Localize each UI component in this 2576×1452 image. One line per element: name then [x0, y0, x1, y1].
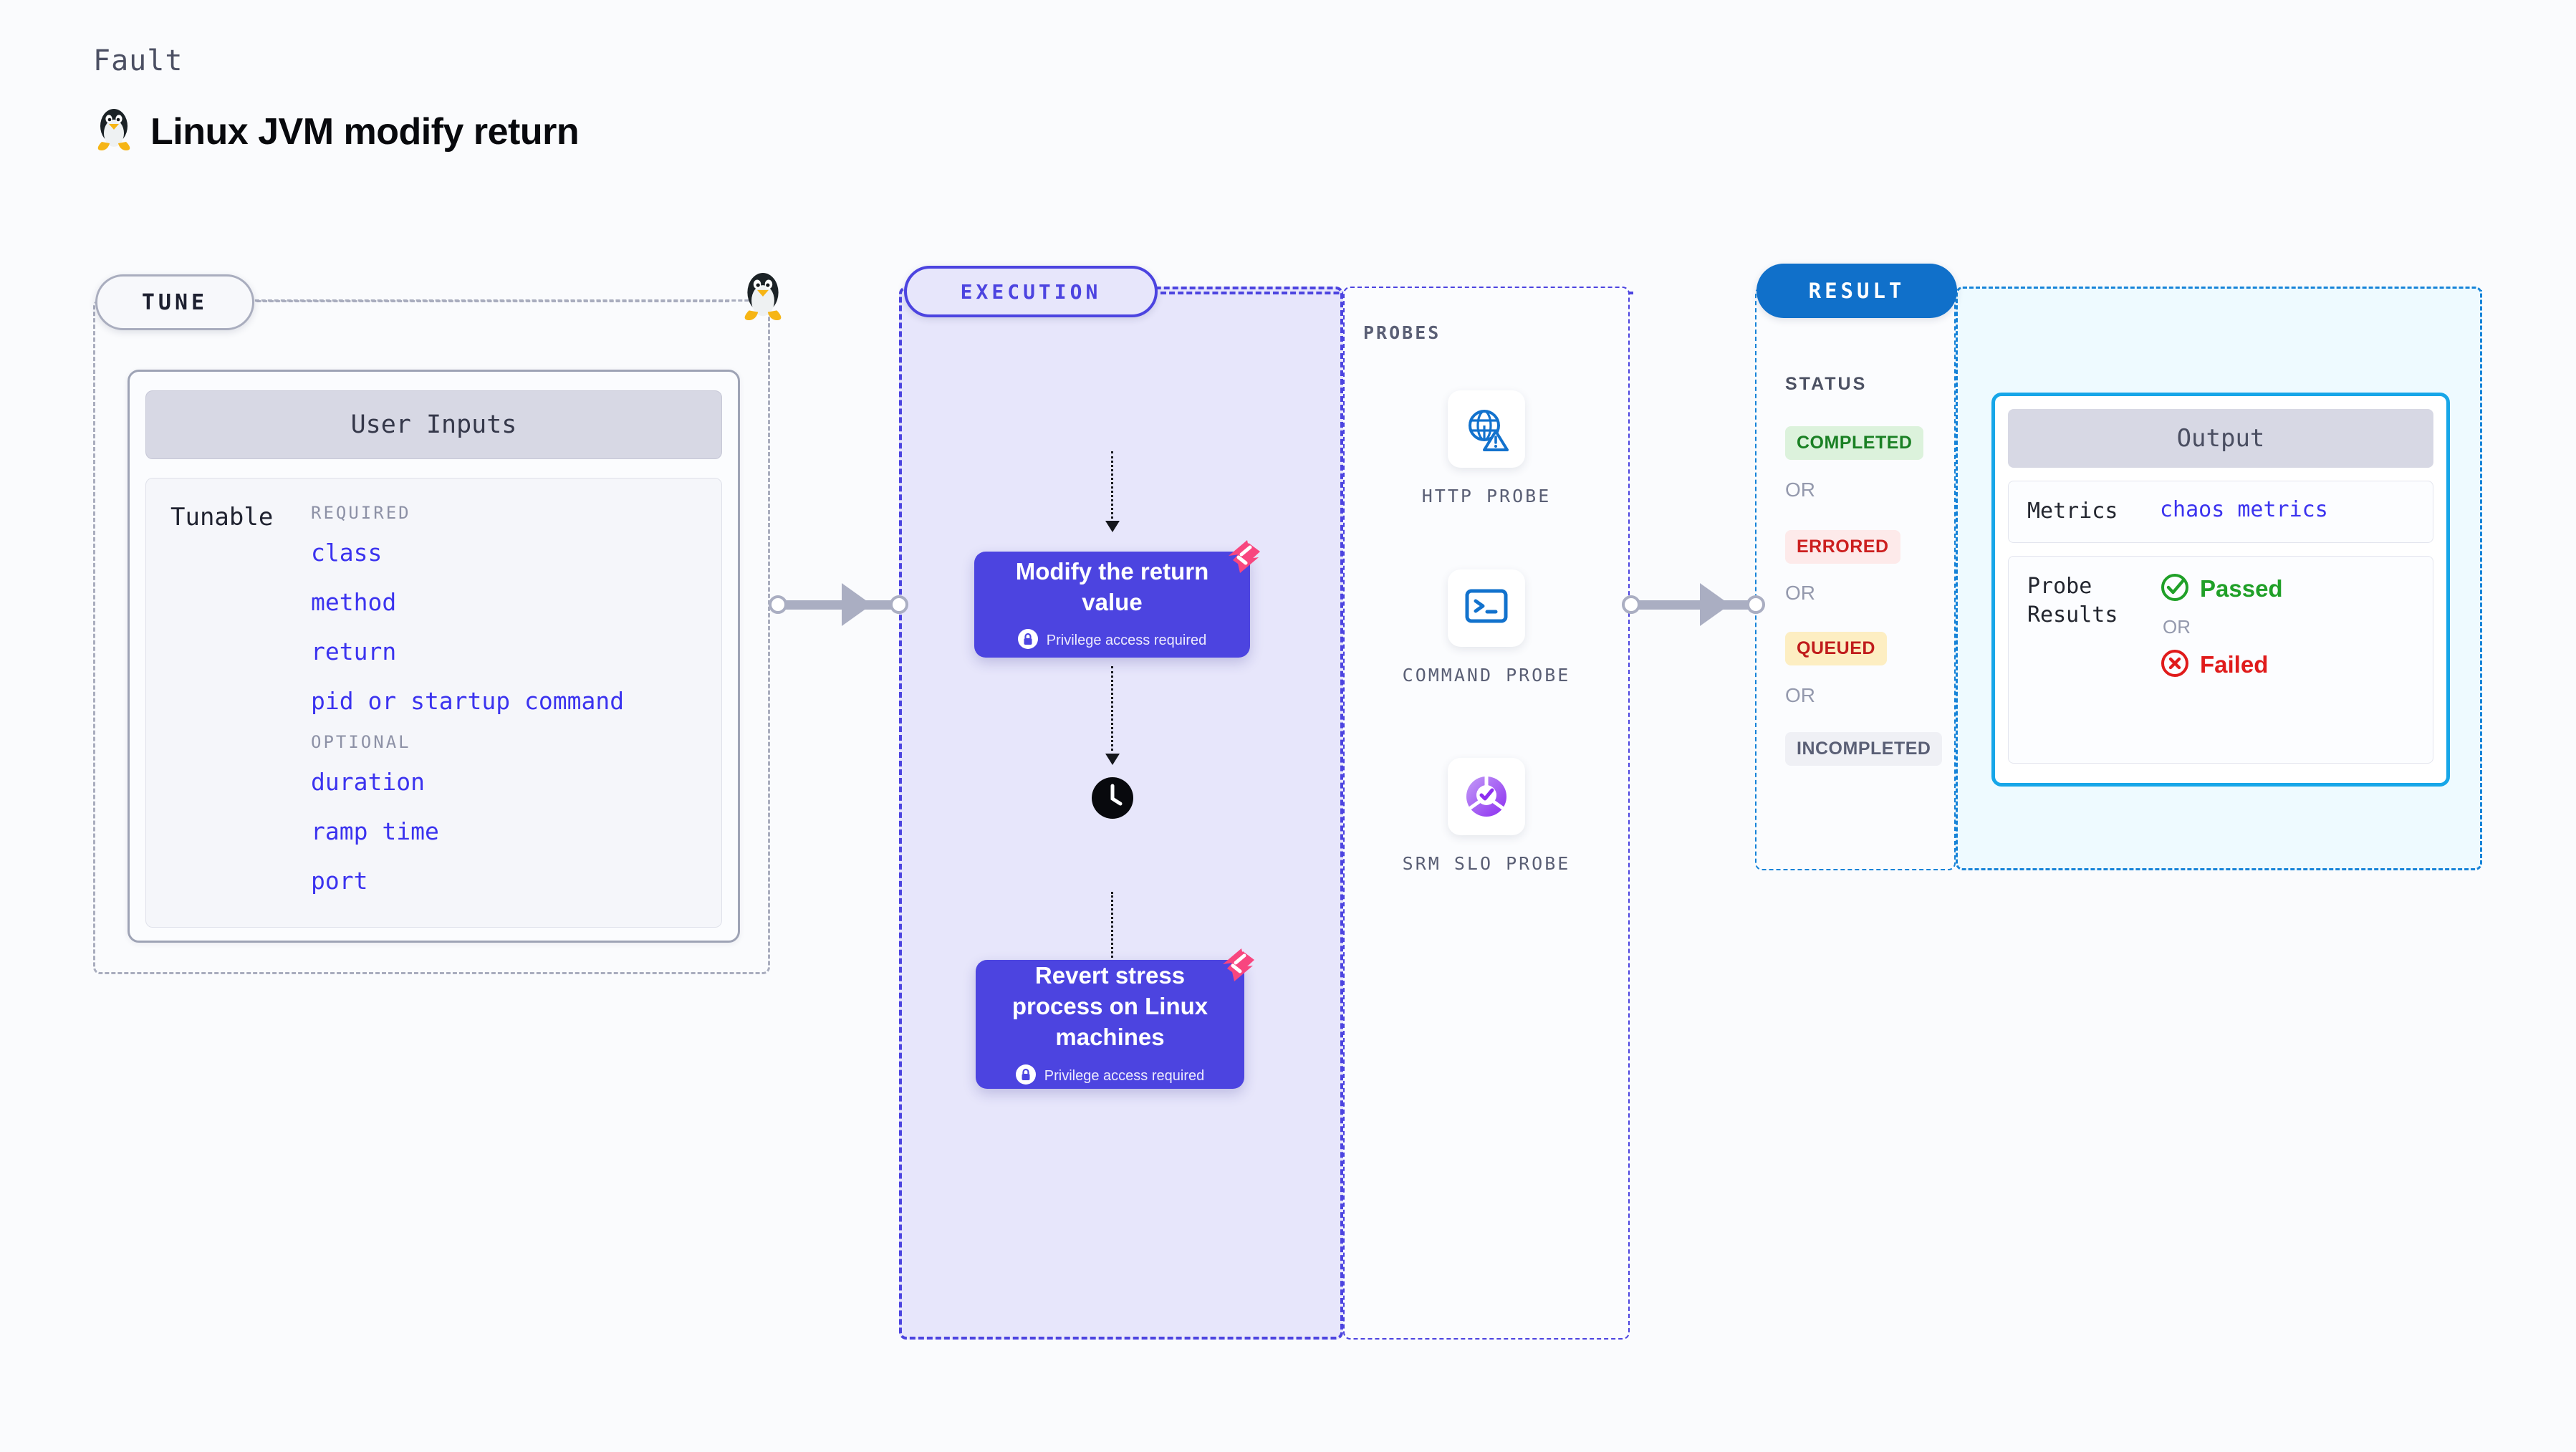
probe-result-failed-label: Failed	[2200, 651, 2269, 678]
tux-penguin-icon	[739, 266, 787, 327]
tunable-class[interactable]: class	[311, 539, 383, 567]
user-inputs-card: User Inputs Tunable REQUIRED class metho…	[128, 370, 740, 943]
status-section-label: STATUS	[1785, 374, 1868, 394]
status-or-3: OR	[1785, 684, 1815, 706]
probe-srm-slo-label: SRM SLO PROBE	[1402, 853, 1571, 874]
status-panel	[1755, 287, 1956, 870]
probe-result-or: OR	[2163, 615, 2191, 638]
tunable-method[interactable]: method	[311, 588, 397, 616]
flow-arrow-line	[1111, 666, 1113, 756]
status-or-1: OR	[1785, 479, 1815, 501]
privilege-row: Privilege access required	[1015, 1064, 1205, 1088]
tux-penguin-icon	[93, 107, 135, 155]
status-badge-completed: COMPLETED	[1785, 426, 1924, 460]
status-badge-incompleted: INCOMPLETED	[1785, 732, 1943, 766]
probe-result-passed: Passed	[2160, 572, 2433, 606]
lock-icon	[1017, 629, 1038, 653]
execution-pill-label: EXECUTION	[960, 279, 1102, 304]
status-badge-errored: ERRORED	[1785, 530, 1900, 564]
tune-dashed-connector	[256, 300, 729, 302]
output-metrics-key: Metrics	[2027, 499, 2118, 524]
terminal-icon	[1448, 569, 1525, 647]
slo-donut-check-icon	[1448, 758, 1525, 835]
tunable-port[interactable]: port	[311, 867, 368, 895]
flow-arrow-line	[1111, 451, 1113, 523]
tunable-return[interactable]: return	[311, 638, 397, 665]
execution-card-revert-stress-process[interactable]: Revert stress process on Linux machines …	[976, 948, 1254, 1089]
output-metrics-row: Metrics chaos metrics	[2008, 481, 2433, 543]
tunable-box: Tunable REQUIRED class method return pid…	[145, 478, 722, 928]
flow-arrow-head	[1105, 521, 1120, 532]
tunable-list: REQUIRED class method return pid or star…	[311, 503, 721, 927]
page-header: Fault Linux JVM modify return	[93, 44, 580, 155]
globe-alert-icon	[1448, 390, 1525, 468]
tune-pill[interactable]: TUNE	[95, 274, 254, 330]
probe-http[interactable]: HTTP PROBE	[1343, 390, 1630, 509]
fault-eyebrow: Fault	[93, 44, 183, 77]
harness-logo-icon	[1216, 943, 1260, 987]
output-header: Output	[2008, 409, 2433, 468]
flow-arrow-line	[1111, 892, 1113, 971]
tunable-ramp-time[interactable]: ramp time	[311, 817, 439, 845]
tunable-group-label-required: REQUIRED	[311, 503, 411, 523]
probe-results-values: Passed OR Failed	[2160, 572, 2433, 747]
result-pill[interactable]: RESULT	[1756, 264, 1957, 318]
status-or-2: OR	[1785, 582, 1815, 604]
result-pill-label: RESULT	[1808, 279, 1905, 303]
tunable-duration[interactable]: duration	[311, 768, 425, 796]
tune-pill-label: TUNE	[141, 289, 208, 315]
probe-result-failed: Failed	[2160, 648, 2433, 682]
execution-card-title: Modify the return value	[1015, 557, 1209, 615]
probe-http-label: HTTP PROBE	[1421, 486, 1552, 506]
privilege-row: Privilege access required	[1017, 629, 1207, 653]
execution-pill[interactable]: EXECUTION	[904, 266, 1158, 317]
harness-logo-icon	[1221, 534, 1266, 579]
user-inputs-header: User Inputs	[145, 390, 722, 459]
probe-srm-slo[interactable]: SRM SLO PROBE	[1343, 758, 1630, 877]
clock-icon	[1092, 777, 1133, 819]
flow-arrow-head	[1105, 754, 1120, 765]
lock-icon	[1015, 1064, 1036, 1088]
probes-section-label: PROBES	[1363, 322, 1441, 343]
probe-command-label: COMMAND PROBE	[1402, 665, 1571, 686]
x-circle-icon	[2160, 648, 2190, 682]
tunable-group-label-optional: OPTIONAL	[311, 732, 411, 752]
probe-result-passed-label: Passed	[2200, 575, 2283, 602]
page-title-row: Linux JVM modify return	[93, 107, 580, 155]
tunable-pid-or-startup-command[interactable]: pid or startup command	[311, 687, 625, 715]
output-metrics-value[interactable]: chaos metrics	[2160, 497, 2328, 522]
check-circle-icon	[2160, 572, 2190, 606]
privilege-text: Privilege access required	[1044, 1067, 1205, 1084]
tunable-row-label: Tunable	[170, 503, 274, 532]
execution-card-title: Revert stress process on Linux machines	[1011, 962, 1208, 1050]
status-badge-queued: QUEUED	[1785, 632, 1887, 665]
execution-card-modify-return-value[interactable]: Modify the return value Privilege access…	[974, 540, 1260, 658]
probe-command[interactable]: COMMAND PROBE	[1343, 569, 1630, 688]
page-title: Linux JVM modify return	[150, 110, 580, 153]
privilege-text: Privilege access required	[1046, 633, 1207, 649]
